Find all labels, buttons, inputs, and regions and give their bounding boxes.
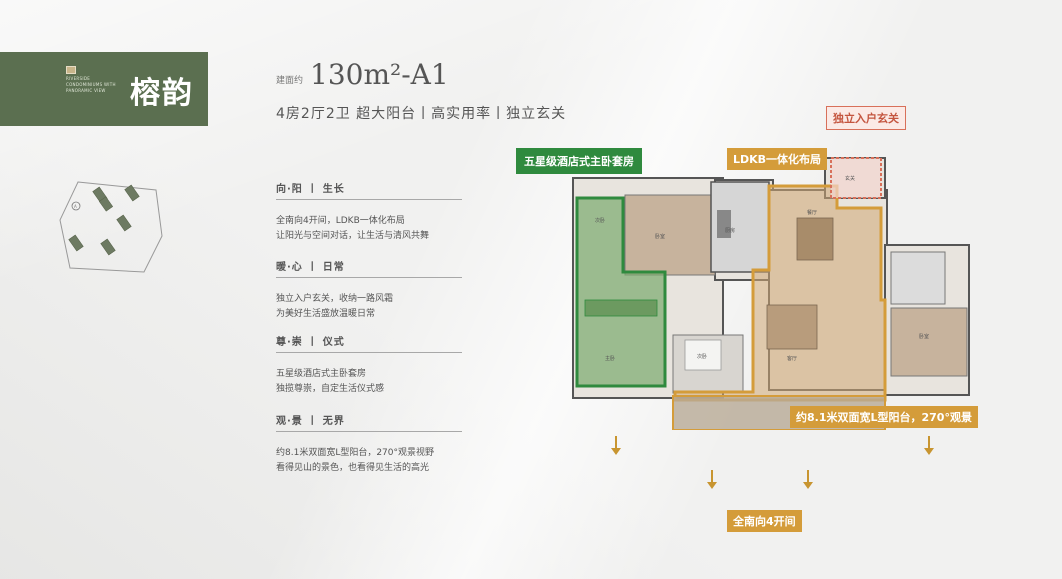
feature-line: 五星级酒店式主卧套房 xyxy=(276,369,367,379)
tag-balcony: 约8.1米双面宽L型阳台，270°观景 xyxy=(790,406,978,428)
south-arrow-icon xyxy=(803,470,813,489)
logo-icon xyxy=(66,66,76,74)
label-living: 客厅 xyxy=(787,355,797,362)
feature-line: 独揽尊崇，自定生活仪式感 xyxy=(276,384,385,394)
label-bedroom-d: 卧室 xyxy=(919,333,929,340)
feature-body: 独立入户玄关，收纳一路风霜 为美好生活盛放温暖日常 xyxy=(276,292,462,322)
feature-line: 看得见山的景色，也看得见生活的高光 xyxy=(276,463,430,473)
feature-prestige: 尊·崇 丨 仪式 五星级酒店式主卧套房 独揽尊崇，自定生活仪式感 xyxy=(276,333,462,397)
project-name: 榕韵 xyxy=(130,76,194,111)
south-arrow-icon xyxy=(611,436,621,455)
unit-area-title: 130m²-A1 xyxy=(310,58,449,91)
feature-head: 暖·心 丨 日常 xyxy=(276,258,462,278)
south-arrow-icon xyxy=(707,470,717,489)
kitchen-stove-icon xyxy=(717,210,731,238)
closet-icon xyxy=(584,299,658,317)
feature-sunlight: 向·阳 丨 生长 全南向4开间，LDKB一体化布局 让阳光与空间对话，让生活与清… xyxy=(276,180,462,244)
plan-bedroom-d xyxy=(890,307,968,377)
unit-subtitle: 4房2厅2卫 超大阳台丨高实用率丨独立玄关 xyxy=(276,106,567,122)
feature-head: 向·阳 丨 生长 xyxy=(276,180,462,200)
tag-ldkb: LDKB一体化布局 xyxy=(727,148,828,170)
label-bedroom-a: 卧室 xyxy=(655,233,665,240)
feature-line: 约8.1米双面宽L型阳台，270°观景视野 xyxy=(276,448,435,458)
plan-bedroom-a xyxy=(624,194,716,276)
label-kitchen: 厨房 xyxy=(725,227,735,234)
plan-entry xyxy=(830,157,882,199)
logo-text: RIVERSIDE CONDOMINIUMS WITH PANORAMIC VI… xyxy=(66,76,116,93)
bed-icon xyxy=(684,339,722,371)
tag-entry: 独立入户玄关 xyxy=(826,106,906,130)
floor-plan: 卧室 厨房 餐厅 玄关 次卧 客厅 主卧 次卧 卧室 xyxy=(572,157,970,430)
label-master: 主卧 xyxy=(605,355,615,362)
brand-banner: RIVERSIDE CONDOMINIUMS WITH PANORAMIC VI… xyxy=(0,52,208,126)
feature-body: 五星级酒店式主卧套房 独揽尊崇，自定生活仪式感 xyxy=(276,367,462,397)
feature-line: 独立入户玄关，收纳一路风霜 xyxy=(276,294,394,304)
south-arrow-icon xyxy=(924,436,934,455)
tag-south: 全南向4开间 xyxy=(727,510,802,532)
tag-master-suite: 五星级酒店式主卧套房 xyxy=(516,148,642,174)
area-prefix: 建面约 xyxy=(276,76,304,86)
plan-master-suite xyxy=(575,196,667,388)
feature-body: 约8.1米双面宽L型阳台，270°观景视野 看得见山的景色，也看得见生活的高光 xyxy=(276,446,462,476)
feature-body: 全南向4开间，LDKB一体化布局 让阳光与空间对话，让生活与清风共舞 xyxy=(276,214,462,244)
label-dining: 餐厅 xyxy=(807,209,817,216)
label-bedroom-c: 次卧 xyxy=(595,217,605,224)
feature-line: 全南向4开间，LDKB一体化布局 xyxy=(276,216,405,226)
dining-table-icon xyxy=(796,217,834,261)
feature-head: 尊·崇 丨 仪式 xyxy=(276,333,462,353)
sofa-icon xyxy=(766,304,818,350)
feature-head: 观·景 丨 无界 xyxy=(276,412,462,432)
feature-line: 为美好生活盛放温暖日常 xyxy=(276,309,376,319)
svg-text:A: A xyxy=(74,204,77,209)
feature-line: 让阳光与空间对话，让生活与清风共舞 xyxy=(276,231,430,241)
feature-warmth: 暖·心 丨 日常 独立入户玄关，收纳一路风霜 为美好生活盛放温暖日常 xyxy=(276,258,462,322)
feature-view: 观·景 丨 无界 约8.1米双面宽L型阳台，270°观景视野 看得见山的景色，也… xyxy=(276,412,462,476)
site-map: A xyxy=(59,181,163,273)
label-entry-hall: 玄关 xyxy=(845,175,855,182)
label-bedroom-b: 次卧 xyxy=(697,353,707,360)
plan-bathroom xyxy=(890,251,946,305)
